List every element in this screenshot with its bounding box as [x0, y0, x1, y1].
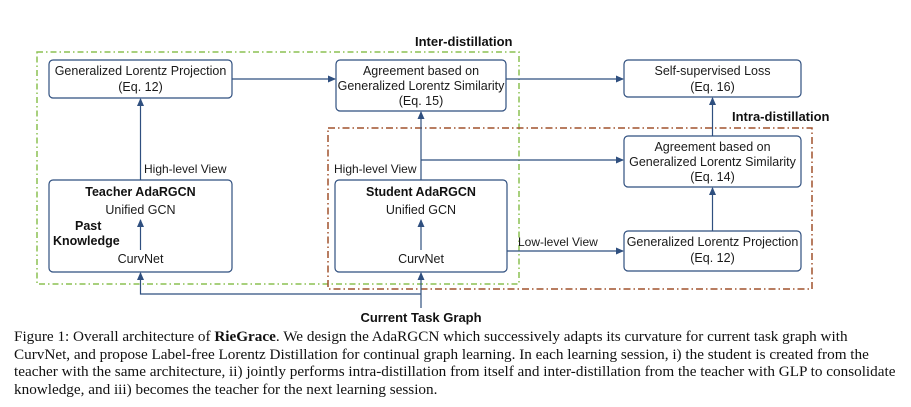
agreement-inter-line1: Agreement based on — [363, 64, 479, 78]
agreement-inter-box: Agreement based on Generalized Lorentz S… — [335, 59, 507, 112]
agreement-inter-eq: (Eq. 15) — [399, 94, 443, 108]
teacher-curvnet: CurvNet — [118, 252, 164, 266]
glp-teacher-eq: (Eq. 12) — [118, 80, 162, 94]
glp-teacher-box: Generalized Lorentz Projection (Eq. 12) — [48, 59, 233, 99]
ssl-eq: (Eq. 16) — [690, 80, 734, 94]
architecture-diagram: Inter-distillation Intra-distillation Ge… — [36, 34, 830, 325]
glp-student-title: Generalized Lorentz Projection — [627, 235, 799, 249]
teacher-title: Teacher AdaRGCN — [85, 185, 195, 199]
agreement-intra-line1: Agreement based on — [654, 140, 770, 154]
student-title: Student AdaRGCN — [366, 185, 476, 199]
intra-distillation-region — [327, 127, 813, 290]
teacher-high-level-label: High-level View — [144, 162, 227, 176]
glp-teacher-title: Generalized Lorentz Projection — [55, 64, 227, 78]
student-high-level-label: High-level View — [334, 162, 417, 176]
agreement-intra-eq: (Eq. 14) — [690, 170, 734, 184]
figure-caption: Figure 1: Overall architecture of RieGra… — [14, 328, 899, 398]
arrow-graph-to-teacher — [137, 272, 421, 295]
glp-student-eq: (Eq. 12) — [690, 251, 734, 265]
intra-distillation-title: Intra-distillation — [732, 109, 830, 124]
arrows — [137, 75, 716, 308]
agreement-inter-line2: Generalized Lorentz Similarity — [338, 79, 505, 93]
past-knowledge-line2: Knowledge — [53, 234, 120, 248]
caption-body: . We design the AdaRGCN which successive… — [14, 328, 896, 398]
caption-method-name: RieGrace — [214, 328, 276, 345]
current-task-graph-label: Current Task Graph — [360, 310, 481, 325]
glp-student-box: Generalized Lorentz Projection (Eq. 12) — [623, 230, 802, 272]
ssl-title: Self-supervised Loss — [654, 64, 770, 78]
teacher-unified-gcn: Unified GCN — [105, 203, 175, 217]
self-supervised-loss-box: Self-supervised Loss (Eq. 16) — [623, 59, 802, 98]
past-knowledge-line1: Past — [75, 219, 102, 233]
agreement-intra-line2: Generalized Lorentz Similarity — [629, 155, 796, 169]
inter-distillation-title: Inter-distillation — [415, 34, 513, 49]
student-curvnet: CurvNet — [398, 252, 444, 266]
agreement-intra-box: Agreement based on Generalized Lorentz S… — [623, 135, 802, 188]
low-level-label: Low-level View — [518, 235, 598, 249]
caption-prefix: Figure 1: Overall architecture of — [14, 328, 215, 345]
inter-distillation-region — [36, 51, 520, 285]
student-unified-gcn: Unified GCN — [386, 203, 456, 217]
